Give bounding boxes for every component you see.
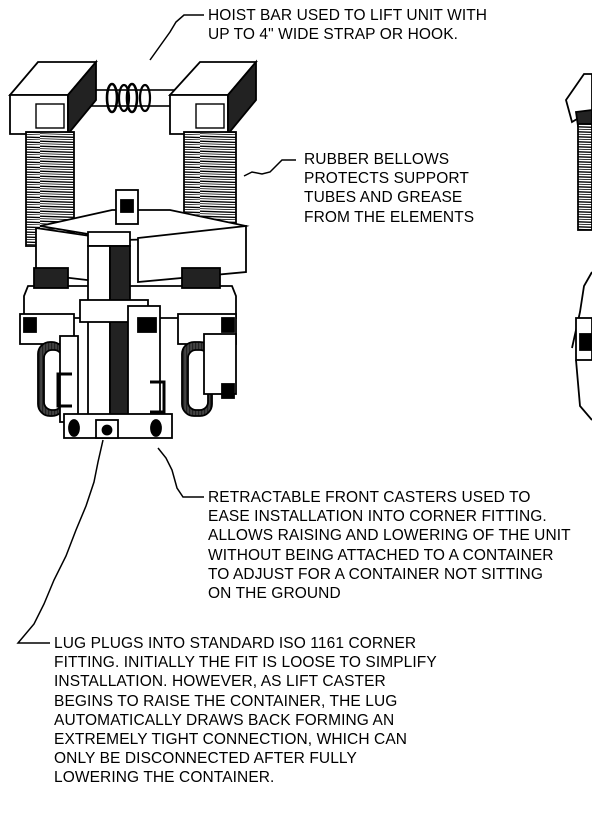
hoist-bar-callout: HOIST BAR USED TO LIFT UNIT WITH UP TO 4… [208, 6, 487, 44]
lug-callout-line: AUTOMATICALLY DRAWS BACK FORMING AN [54, 711, 395, 729]
bellows-callout-line: FROM THE ELEMENTS [304, 208, 475, 226]
bellows-callout-line: RUBBER BELLOWS [304, 151, 450, 168]
casters-callout-line: EASE INSTALLATION INTO CORNER FITTING. [208, 508, 547, 526]
lug-callout-line: LUG PLUGS INTO STANDARD ISO 1161 CORNER [54, 635, 417, 652]
lug-callout-line: FITTING. INITIALLY THE FIT IS LOOSE TO S… [54, 654, 437, 672]
bellows-leader [243, 159, 296, 177]
left-top-block [8, 59, 98, 137]
casters-callout-line: WITHOUT BEING ATTACHED TO A CONTAINER [208, 546, 554, 564]
bellows-callout-line: TUBES AND GREASE [304, 189, 463, 207]
lug-callout-line: ONLY BE DISCONNECTED AFTER FULLY [54, 750, 357, 768]
casters-callout-line: RETRACTABLE FRONT CASTERS USED TO [208, 489, 531, 506]
casters-callout: RETRACTABLE FRONT CASTERS USED TO EASE I… [208, 488, 592, 603]
casters-callout-line: TO ADJUST FOR A CONTAINER NOT SITTING [208, 565, 543, 583]
leader-lines [16, 14, 296, 644]
casters-callout-line: ALLOWS RAISING AND LOWERING OF THE UNIT [208, 527, 571, 545]
hoist-bar-callout-line: UP TO 4" WIDE STRAP OR HOOK. [208, 26, 459, 44]
hoist-leader [149, 14, 204, 61]
lug-leader [16, 439, 104, 644]
right-wheel [181, 333, 237, 417]
side-view-unit [565, 73, 592, 421]
lug-callout: LUG PLUGS INTO STANDARD ISO 1161 CORNER … [54, 634, 437, 788]
bellows-callout-line: PROTECTS SUPPORT [304, 170, 469, 188]
bellows-callout: RUBBER BELLOWS PROTECTS SUPPORT TUBES AN… [304, 150, 474, 227]
lug-callout-line: INSTALLATION. HOWEVER, AS LIFT CASTER [54, 673, 386, 691]
lug-callout-line: BEGINS TO RAISE THE CONTAINER, THE LUG [54, 692, 398, 710]
casters-callout-line: ON THE GROUND [208, 585, 341, 603]
hoist-bar-callout-line: HOIST BAR USED TO LIFT UNIT WITH [208, 7, 488, 24]
center-column [56, 231, 173, 439]
lug-callout-line: EXTREMELY TIGHT CONNECTION, WHICH CAN [54, 731, 408, 749]
lug-callout-line: LOWERING THE CONTAINER. [54, 769, 275, 787]
right-top-block [167, 59, 258, 137]
casters-leader [157, 447, 204, 498]
